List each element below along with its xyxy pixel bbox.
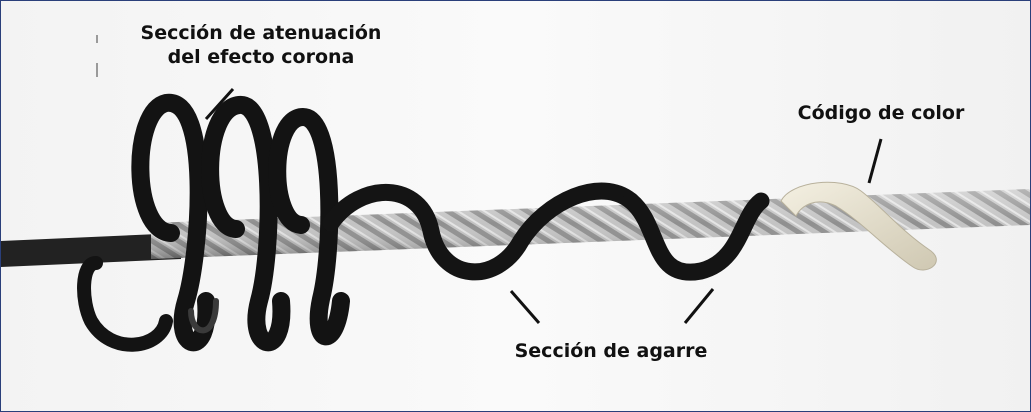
corona-label-line-2: del efecto corona [167, 46, 355, 68]
color-leader-line [867, 138, 883, 184]
corona-leader-line [204, 87, 235, 121]
corona-section-label: Sección de atenuación del efecto corona [101, 21, 421, 69]
insulated-cable-end [1, 233, 181, 267]
scan-artifact-mark [96, 35, 98, 43]
corona-label-line-1: Sección de atenuación [140, 22, 382, 44]
color-code-label: Código de color [797, 102, 965, 124]
grip-section-label: Sección de agarre [514, 340, 708, 362]
corona-coils [77, 94, 350, 352]
color-code-tape [780, 181, 937, 271]
grip-helix [322, 182, 770, 281]
scan-artifact-mark [96, 63, 98, 77]
grip-leader-line-right [683, 288, 715, 324]
grip-leader-line-left [509, 290, 541, 324]
